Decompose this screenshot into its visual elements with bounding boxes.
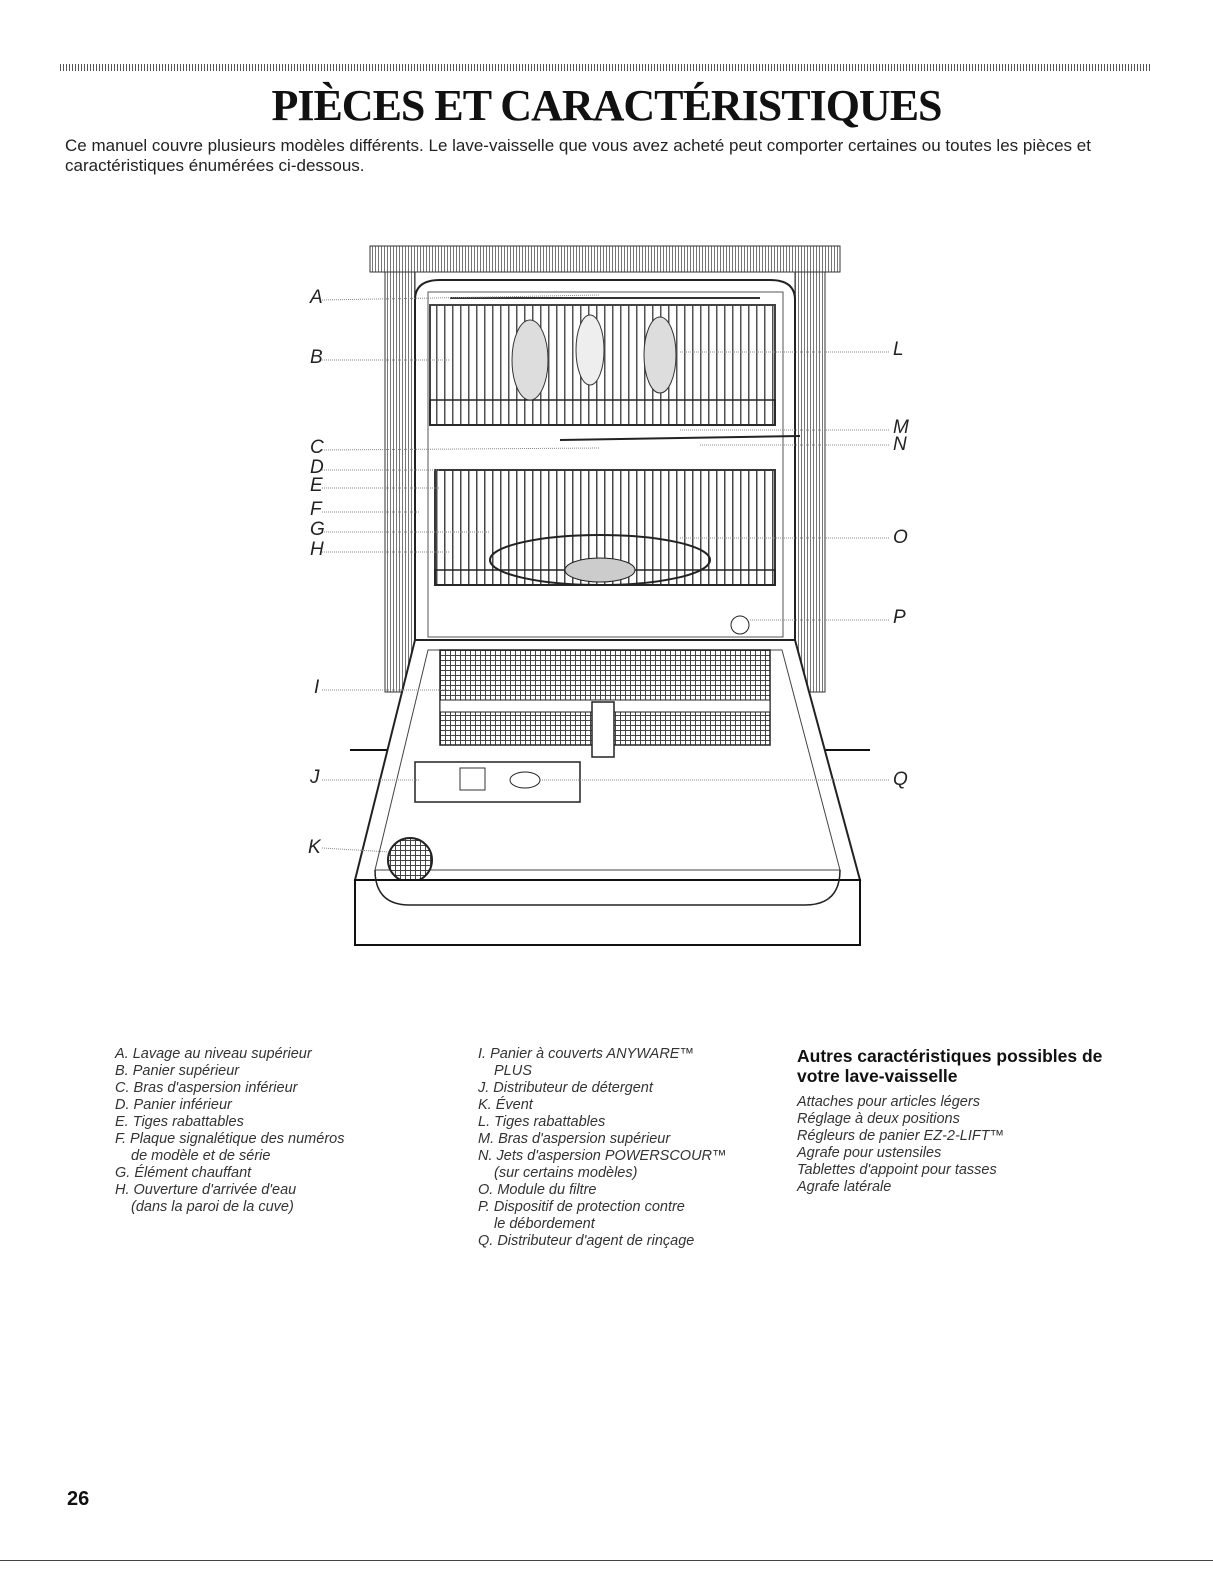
callout-letter: L	[893, 339, 904, 360]
lower-spray-arm	[489, 534, 711, 586]
legend-item: E. Tiges rabattables	[115, 1114, 244, 1130]
callout-letter: M	[893, 417, 909, 438]
legend-item: C. Bras d'aspersion inférieur	[115, 1080, 298, 1096]
legend-item: N. Jets d'aspersion POWERSCOUR™(sur cert…	[478, 1148, 727, 1181]
legend-item: H. Ouverture d'arrivée d'eau(dans la par…	[115, 1182, 297, 1215]
legend-item: A. Lavage au niveau supérieur	[115, 1046, 312, 1062]
dishwasher-diagram: A B C D E F G H I J K L M N O P Q	[300, 240, 920, 950]
callout-letter: D	[310, 457, 324, 478]
vent	[387, 837, 433, 883]
tub-inner-wall	[427, 291, 784, 638]
left-cabinet	[384, 271, 416, 693]
callout-letter: K	[308, 837, 321, 858]
callout-letter: H	[310, 539, 324, 560]
feature-item: Attaches pour articles légers	[797, 1094, 980, 1110]
bottom-rule	[0, 1560, 1213, 1561]
countertop	[369, 245, 841, 273]
page-number: 26	[67, 1488, 90, 1510]
feature-item: Agrafe pour ustensiles	[797, 1145, 942, 1161]
other-features-column: Autres caractéristiques possibles de vot…	[797, 1046, 1127, 1196]
feature-item: Tablettes d'appoint pour tasses	[797, 1162, 997, 1178]
callout-letter: B	[310, 347, 323, 368]
page-title: PIÈCES ET CARACTÉRISTIQUES	[271, 81, 942, 130]
feature-item: Agrafe latérale	[797, 1179, 892, 1195]
callout-letter: C	[310, 437, 324, 458]
legend-item: M. Bras d'aspersion supérieur	[478, 1131, 671, 1147]
legend-item: G. Élément chauffant	[115, 1165, 252, 1181]
callout-letter: P	[893, 607, 906, 628]
legend-item: K. Évent	[478, 1097, 533, 1113]
legend-item: Q. Distributeur d'agent de rinçage	[478, 1233, 695, 1249]
callout-letter: G	[310, 519, 325, 540]
right-cabinet	[794, 271, 826, 693]
callout-letter: O	[893, 527, 908, 548]
feature-item: Réglage à deux positions	[797, 1111, 960, 1127]
legend-item: D. Panier inférieur	[115, 1097, 232, 1113]
callout-letter: Q	[893, 769, 908, 790]
callout-letter: A	[310, 287, 323, 308]
legend-item: B. Panier supérieur	[115, 1063, 240, 1079]
top-rule	[60, 64, 1150, 71]
legend-item: J. Distributeur de détergent	[478, 1080, 653, 1096]
other-features-heading: Autres caractéristiques possibles de vot…	[797, 1046, 1103, 1086]
feature-item: Régleurs de panier EZ-2-LIFT™	[797, 1128, 1005, 1144]
detergent-dispenser	[414, 761, 581, 803]
callout-letter: F	[310, 499, 322, 520]
callout-letter: I	[314, 677, 320, 698]
callout-letter: N	[893, 434, 907, 455]
legend-column-1: A. Lavage au niveau supérieur B. Panier …	[115, 1046, 415, 1216]
callout-letter: E	[310, 475, 323, 496]
callout-letter: J	[310, 767, 320, 788]
legend-item: O. Module du filtre	[478, 1182, 597, 1198]
legend-item: L. Tiges rabattables	[478, 1114, 606, 1130]
intro-paragraph: Ce manuel couvre plusieurs modèles diffé…	[65, 136, 1091, 175]
